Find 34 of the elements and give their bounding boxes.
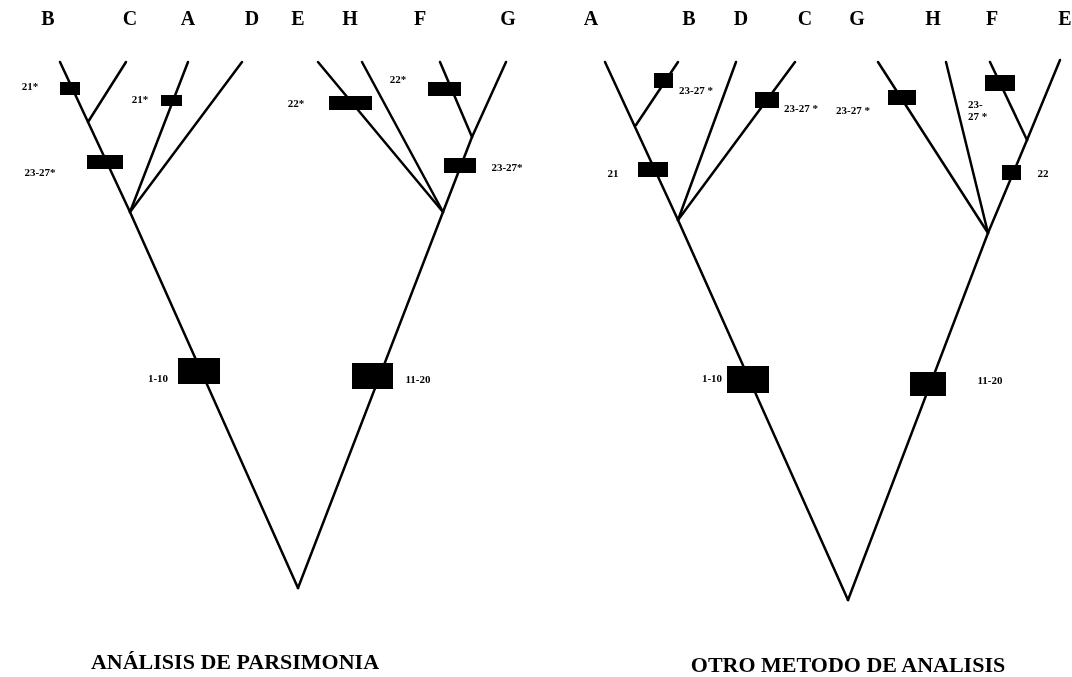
taxon-label: B	[41, 7, 55, 29]
taxon-label: F	[985, 7, 999, 29]
character-label: 11-20	[977, 373, 1003, 387]
character-label: 23-27*	[24, 165, 56, 179]
character-label: 21	[607, 166, 619, 180]
character-label: 22*	[389, 72, 407, 86]
taxon-label: H	[925, 7, 941, 29]
taxon-label: D	[244, 7, 260, 29]
taxon-label: F	[413, 7, 427, 29]
tree-title: ANÁLISIS DE PARSIMONIA	[90, 649, 380, 675]
taxon-label: G	[849, 7, 865, 29]
taxon-label: B	[682, 7, 696, 29]
character-label: 22	[1037, 166, 1049, 180]
character-label: 21*	[131, 92, 149, 106]
character-label: 23-27 *	[836, 103, 871, 117]
taxon-label: C	[122, 7, 138, 29]
character-label: 23- 27 *	[968, 97, 989, 123]
character-label: 21*	[21, 79, 39, 93]
tree-title: OTRO METODO DE ANALISIS	[690, 652, 1006, 677]
taxon-label: C	[797, 7, 813, 29]
taxon-label: A	[180, 7, 196, 29]
taxon-label: D	[733, 7, 749, 29]
taxon-label: E	[291, 7, 305, 29]
character-label: 1-10	[701, 371, 723, 385]
character-label: 23-27 *	[784, 101, 819, 115]
character-label: 1-10	[147, 371, 169, 385]
character-label: 23-27 *	[679, 83, 714, 97]
character-label: 23-27*	[491, 160, 523, 174]
taxon-label: A	[583, 7, 599, 29]
taxon-label: H	[342, 7, 358, 29]
taxon-label: E	[1058, 7, 1072, 29]
character-label: 22*	[287, 96, 305, 110]
taxon-label: G	[500, 7, 516, 29]
character-label: 11-20	[405, 372, 431, 386]
